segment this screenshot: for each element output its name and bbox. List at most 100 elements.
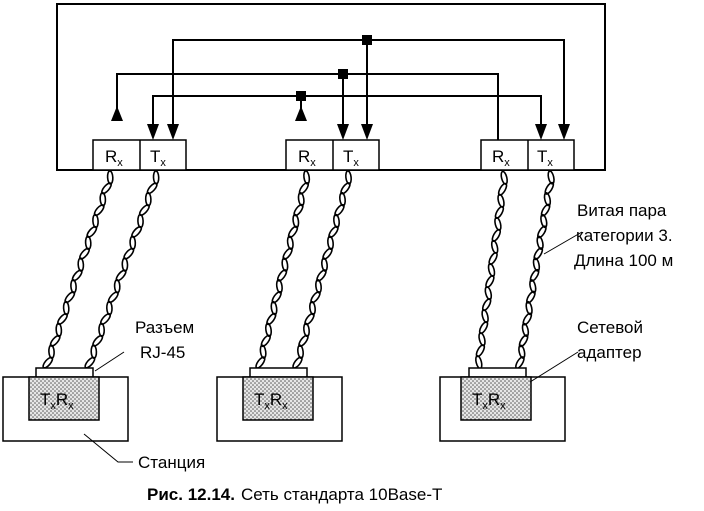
arrow-up xyxy=(295,106,307,121)
arrow-down xyxy=(558,124,570,140)
cable-twist xyxy=(84,235,92,251)
junction-dot xyxy=(338,69,348,79)
twisted-pair-label-1: Витая пара xyxy=(577,201,667,220)
cable-twist xyxy=(518,344,526,359)
cable-twist xyxy=(532,257,541,272)
arrow-down xyxy=(361,124,373,140)
connector-leader xyxy=(94,351,125,372)
port-labels: Rx Tx Rx Tx Rx Tx xyxy=(105,147,553,169)
arrow-down xyxy=(147,124,159,140)
arrow-up xyxy=(111,106,123,121)
cable-twist xyxy=(526,290,536,304)
tx-label: Tx xyxy=(537,147,553,169)
cable-twist xyxy=(500,170,508,185)
adapter-leader xyxy=(529,351,579,383)
arrow-down xyxy=(167,124,179,140)
cable-twist xyxy=(537,225,547,239)
rx-label: Rx xyxy=(105,147,123,169)
cable-twist xyxy=(536,235,544,250)
arrow-down xyxy=(337,124,349,140)
cable-twist xyxy=(152,170,160,185)
cable-twist xyxy=(55,322,63,338)
cable-twist xyxy=(521,322,530,338)
cable-twist xyxy=(70,279,77,294)
cable-twist xyxy=(144,191,152,207)
cable-twist xyxy=(522,312,533,326)
twisted-pair-leader xyxy=(543,231,583,255)
junction-dots xyxy=(296,35,372,101)
network-adapters xyxy=(28,376,532,421)
port-dividers xyxy=(139,140,529,170)
cable-twist xyxy=(113,279,121,294)
cable-twist xyxy=(529,268,540,282)
figure-caption: Рис. 12.14.Сеть стандарта 10Base-T xyxy=(147,485,442,504)
cable-twist xyxy=(494,216,502,232)
rx-label: Rx xyxy=(298,147,316,169)
twisted-pair-cable xyxy=(475,170,508,370)
connector-label-2: RJ-45 xyxy=(140,343,185,362)
rj45-connectors xyxy=(35,367,527,378)
connector-label-1: Разъем xyxy=(135,318,194,337)
junction-dot xyxy=(296,91,306,101)
cable-twist xyxy=(62,300,70,316)
cable-twist xyxy=(106,170,114,185)
cable-twist xyxy=(84,356,96,369)
adapter-txrx-label: TxRx xyxy=(40,390,74,412)
twisted-pair-cable xyxy=(42,170,114,369)
adapter-label-1: Сетевой xyxy=(577,318,643,337)
cable-twist xyxy=(42,356,54,369)
twisted-pair-label-3: Длина 100 м xyxy=(574,251,673,270)
cable-twist xyxy=(518,334,529,348)
cable-twist xyxy=(544,181,555,195)
arrow-down xyxy=(535,124,547,140)
cable-twist xyxy=(543,192,552,207)
cable-twist xyxy=(481,308,489,324)
adapter-labels: TxRx TxRx TxRx xyxy=(40,390,506,412)
adapter-txrx-label: TxRx xyxy=(472,390,506,412)
arrowheads xyxy=(111,106,570,140)
junction-dot xyxy=(362,35,372,45)
cable-twist xyxy=(77,257,85,272)
cable-twist xyxy=(490,239,499,255)
cable-twist xyxy=(533,247,544,261)
twisted-pair-cable xyxy=(292,170,352,369)
tx-label: Tx xyxy=(343,147,359,169)
twisted-pair-label-2: категории 3. xyxy=(576,226,673,245)
tx-label: Tx xyxy=(150,147,166,169)
network-adapter xyxy=(242,376,314,421)
twisted-pair-cable xyxy=(515,170,555,370)
cable-twist xyxy=(90,344,98,359)
cable-twist xyxy=(525,300,533,316)
station-leader xyxy=(83,433,133,463)
twisted-pair-cable xyxy=(84,170,160,369)
rj45-connector xyxy=(35,367,94,378)
rj45-connector xyxy=(468,367,527,378)
cable-twist xyxy=(475,355,483,370)
cable-twist xyxy=(540,203,551,217)
cable-twist xyxy=(98,322,106,338)
annotations: Витая пара категории 3. Длина 100 м Разъ… xyxy=(135,201,673,472)
cable-twist xyxy=(547,170,555,185)
twisted-pair-cables xyxy=(42,170,555,370)
cable-twist xyxy=(121,257,129,272)
adapter-txrx-label: TxRx xyxy=(254,390,288,412)
adapter-label-2: адаптер xyxy=(577,343,642,362)
network-adapter xyxy=(460,376,532,421)
cable-twist xyxy=(92,213,99,229)
twisted-pair-cable xyxy=(255,170,311,369)
cable-twist xyxy=(137,213,144,229)
cable-twist xyxy=(487,262,496,278)
cable-twist xyxy=(99,191,107,207)
cable-twist xyxy=(529,279,537,294)
cable-twist xyxy=(497,193,505,208)
network-adapter xyxy=(28,376,100,421)
cable-twist xyxy=(129,235,137,251)
rx-label: Rx xyxy=(492,147,510,169)
leader-lines xyxy=(83,231,583,463)
rj45-connector xyxy=(249,367,308,378)
cable-twist xyxy=(105,300,113,316)
cable-twist xyxy=(478,332,486,347)
cable-twist xyxy=(484,285,493,301)
cable-twist xyxy=(540,213,548,229)
